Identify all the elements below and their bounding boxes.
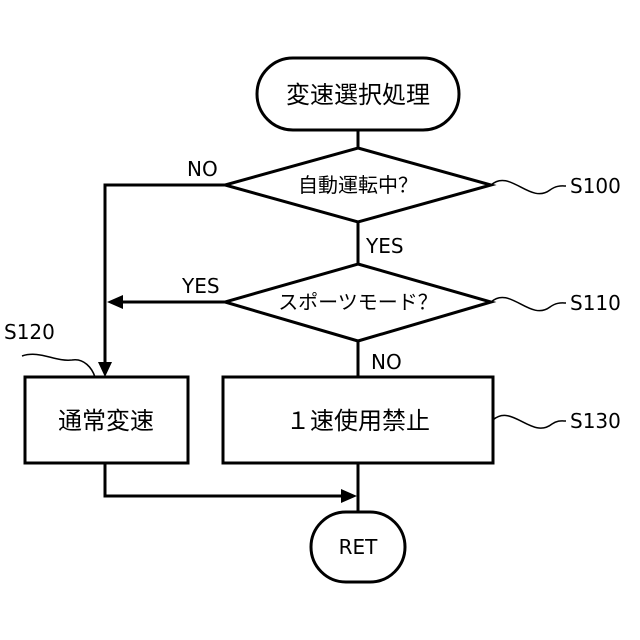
process-normal-shift-label: 通常変速 (58, 407, 154, 435)
process-normal-shift: 通常変速 (25, 377, 188, 463)
process-first-gear-prohibit: １速使用禁止 (223, 377, 493, 463)
decision1-yes-label: YES (365, 234, 404, 258)
arrowhead-merge (341, 489, 357, 503)
start-terminal: 変速選択処理 (257, 58, 459, 130)
step-label-s100: S100 (570, 174, 621, 198)
leader-s100 (491, 180, 566, 193)
step-label-s110: S110 (570, 291, 621, 315)
step-label-s120: S120 (4, 320, 55, 344)
step-label-s130: S130 (570, 409, 621, 433)
connector-normal-to-merge (105, 463, 342, 496)
decision2-no-label: NO (371, 350, 402, 374)
process-first-gear-prohibit-label: １速使用禁止 (286, 407, 430, 435)
end-terminal: RET (311, 512, 405, 582)
end-terminal-label: RET (339, 535, 379, 559)
leader-s120 (22, 354, 95, 377)
arrowhead-decision2-yes (107, 295, 123, 309)
decision2-yes-label: YES (181, 274, 220, 298)
decision1-no-label: NO (187, 157, 218, 181)
leader-s110 (491, 297, 566, 310)
decision-auto-driving: 自動運転中？ (225, 148, 491, 222)
decision-sport-mode-label: スポーツモード？ (278, 290, 438, 314)
leader-s130 (493, 415, 566, 428)
start-terminal-label: 変速選択処理 (286, 81, 430, 109)
decision-sport-mode: スポーツモード？ (225, 264, 491, 341)
decision-auto-driving-label: 自動運転中？ (298, 173, 418, 197)
arrowhead-to-normal-shift (98, 362, 112, 377)
